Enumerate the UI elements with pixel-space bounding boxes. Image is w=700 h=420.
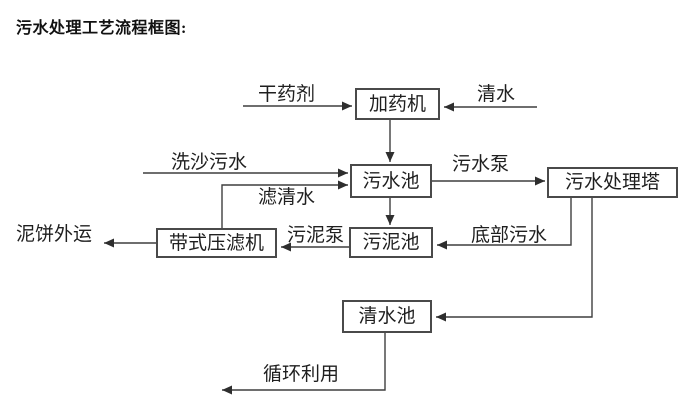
label-sand-washing-sewage: 洗沙污水 [171,152,248,173]
edge-recycle-out [222,333,386,395]
label-mud-cake-out: 泥饼外运 [16,224,93,245]
edge-tower-to-clear-water-pool [436,197,593,322]
label-dry-agent: 干药剂 [258,84,316,105]
node-sewage-pool: 污水池 [350,164,432,198]
node-sludge-pool: 污泥池 [349,227,433,258]
page-title: 污水处理工艺流程框图: [16,20,187,37]
node-treatment-tower: 污水处理塔 [547,167,678,198]
label-bottom-sewage: 底部污水 [471,225,548,246]
label-recycle: 循环利用 [263,364,340,385]
node-dosing-machine: 加药机 [355,88,440,120]
label-sludge-pump: 污泥泵 [287,225,345,246]
label-clear-water: 清水 [477,84,516,105]
node-clear-water-pool: 清水池 [342,300,432,333]
label-filtered-water: 滤清水 [258,187,316,208]
node-belt-filter-press: 带式压滤机 [156,228,277,258]
edge-filtered-water-to-sewage-pool [221,180,348,228]
edge-bottom-sewage-to-sludge-pool [437,197,572,250]
label-sewage-pump: 污水泵 [452,154,510,175]
